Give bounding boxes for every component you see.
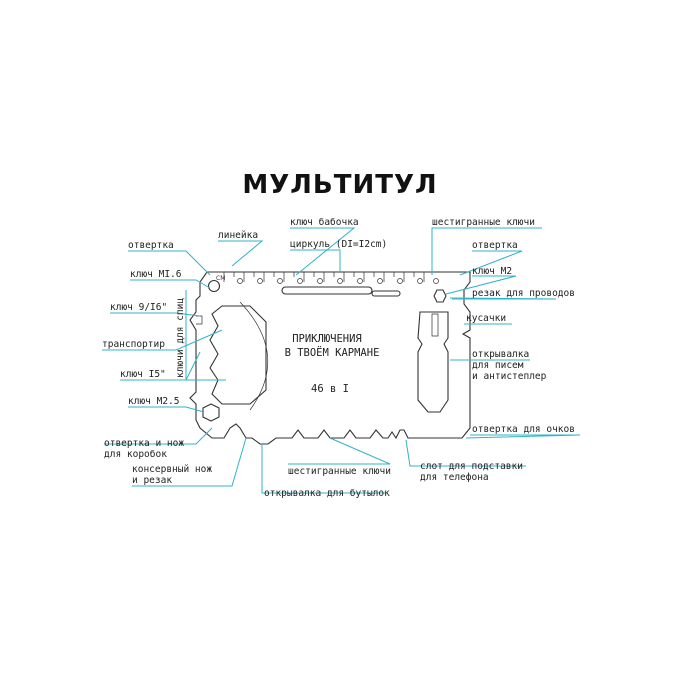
label-key-m2: ключ M2: [472, 266, 512, 277]
label-compass: циркуль (DI=I2cm): [290, 239, 387, 250]
label-key-m25: ключ M2.5: [128, 396, 179, 407]
label-ruler: линейка: [218, 230, 258, 241]
label-key-15: ключ I5": [120, 369, 166, 380]
letter-opener-cutout: [417, 311, 449, 413]
label-bottle-opener: открывалка для бутылок: [264, 488, 390, 499]
protractor-cutout: [209, 305, 267, 405]
label-pliers: кусачки: [466, 313, 506, 324]
butterfly-key-slot: [281, 286, 373, 295]
label-letter-opener-3: и антистеплер: [472, 371, 547, 382]
label-box-knife-1: отвертка и нож: [104, 438, 184, 449]
label-screwdriver-left: отвертка: [128, 240, 174, 251]
card-text-line1: ПРИКЛЮЧЕНИЯ: [292, 333, 362, 345]
hex-key-m2: [433, 289, 447, 303]
label-can-opener-2: и резак: [132, 475, 172, 486]
label-box-knife-2: для коробок: [104, 449, 167, 460]
label-key-9-16: ключ 9/I6": [110, 302, 167, 313]
screwdriver-hole-left: [207, 279, 221, 293]
label-hex-keys-bottom: шестигранные ключи: [288, 466, 391, 477]
leader-lines: [102, 227, 581, 494]
label-phone-stand-1: слот для подставки: [420, 461, 523, 472]
label-wire-cutter: резак для проводов: [472, 288, 575, 299]
label-spoke-keys: ключи для спиц: [175, 298, 186, 378]
protractor-arc: [239, 301, 269, 411]
label-hex-keys-top: шестигранные ключи: [432, 217, 535, 228]
ruler-unit: CM: [216, 275, 225, 282]
label-letter-opener-2: для писем: [472, 360, 524, 371]
label-letter-opener-1: открывалка: [472, 349, 529, 360]
hex-key-m25: [202, 403, 220, 422]
label-phone-stand-2: для телефона: [420, 472, 489, 483]
label-key-m16: ключ MI.6: [130, 269, 182, 280]
label-protractor: транспортир: [102, 339, 165, 350]
label-screwdriver-right: отвертка: [472, 240, 518, 251]
label-butterfly-key: ключ бабочка: [290, 217, 359, 228]
compass-slot: [371, 290, 401, 297]
ruler: CM: [216, 271, 470, 284]
card-text-line3: 46 в I: [311, 383, 349, 395]
label-can-opener-1: консервный нож: [132, 464, 212, 475]
spoke-key-notch: [196, 315, 203, 325]
label-glasses-screwdriver: отвертка для очков: [472, 424, 575, 435]
multitool-card: [189, 271, 471, 445]
pliers-slot: [431, 313, 439, 337]
page-title: МУЛЬТИТУЛ: [242, 170, 438, 200]
card-text-line2: В ТВОЁМ КАРМАНЕ: [285, 346, 380, 359]
